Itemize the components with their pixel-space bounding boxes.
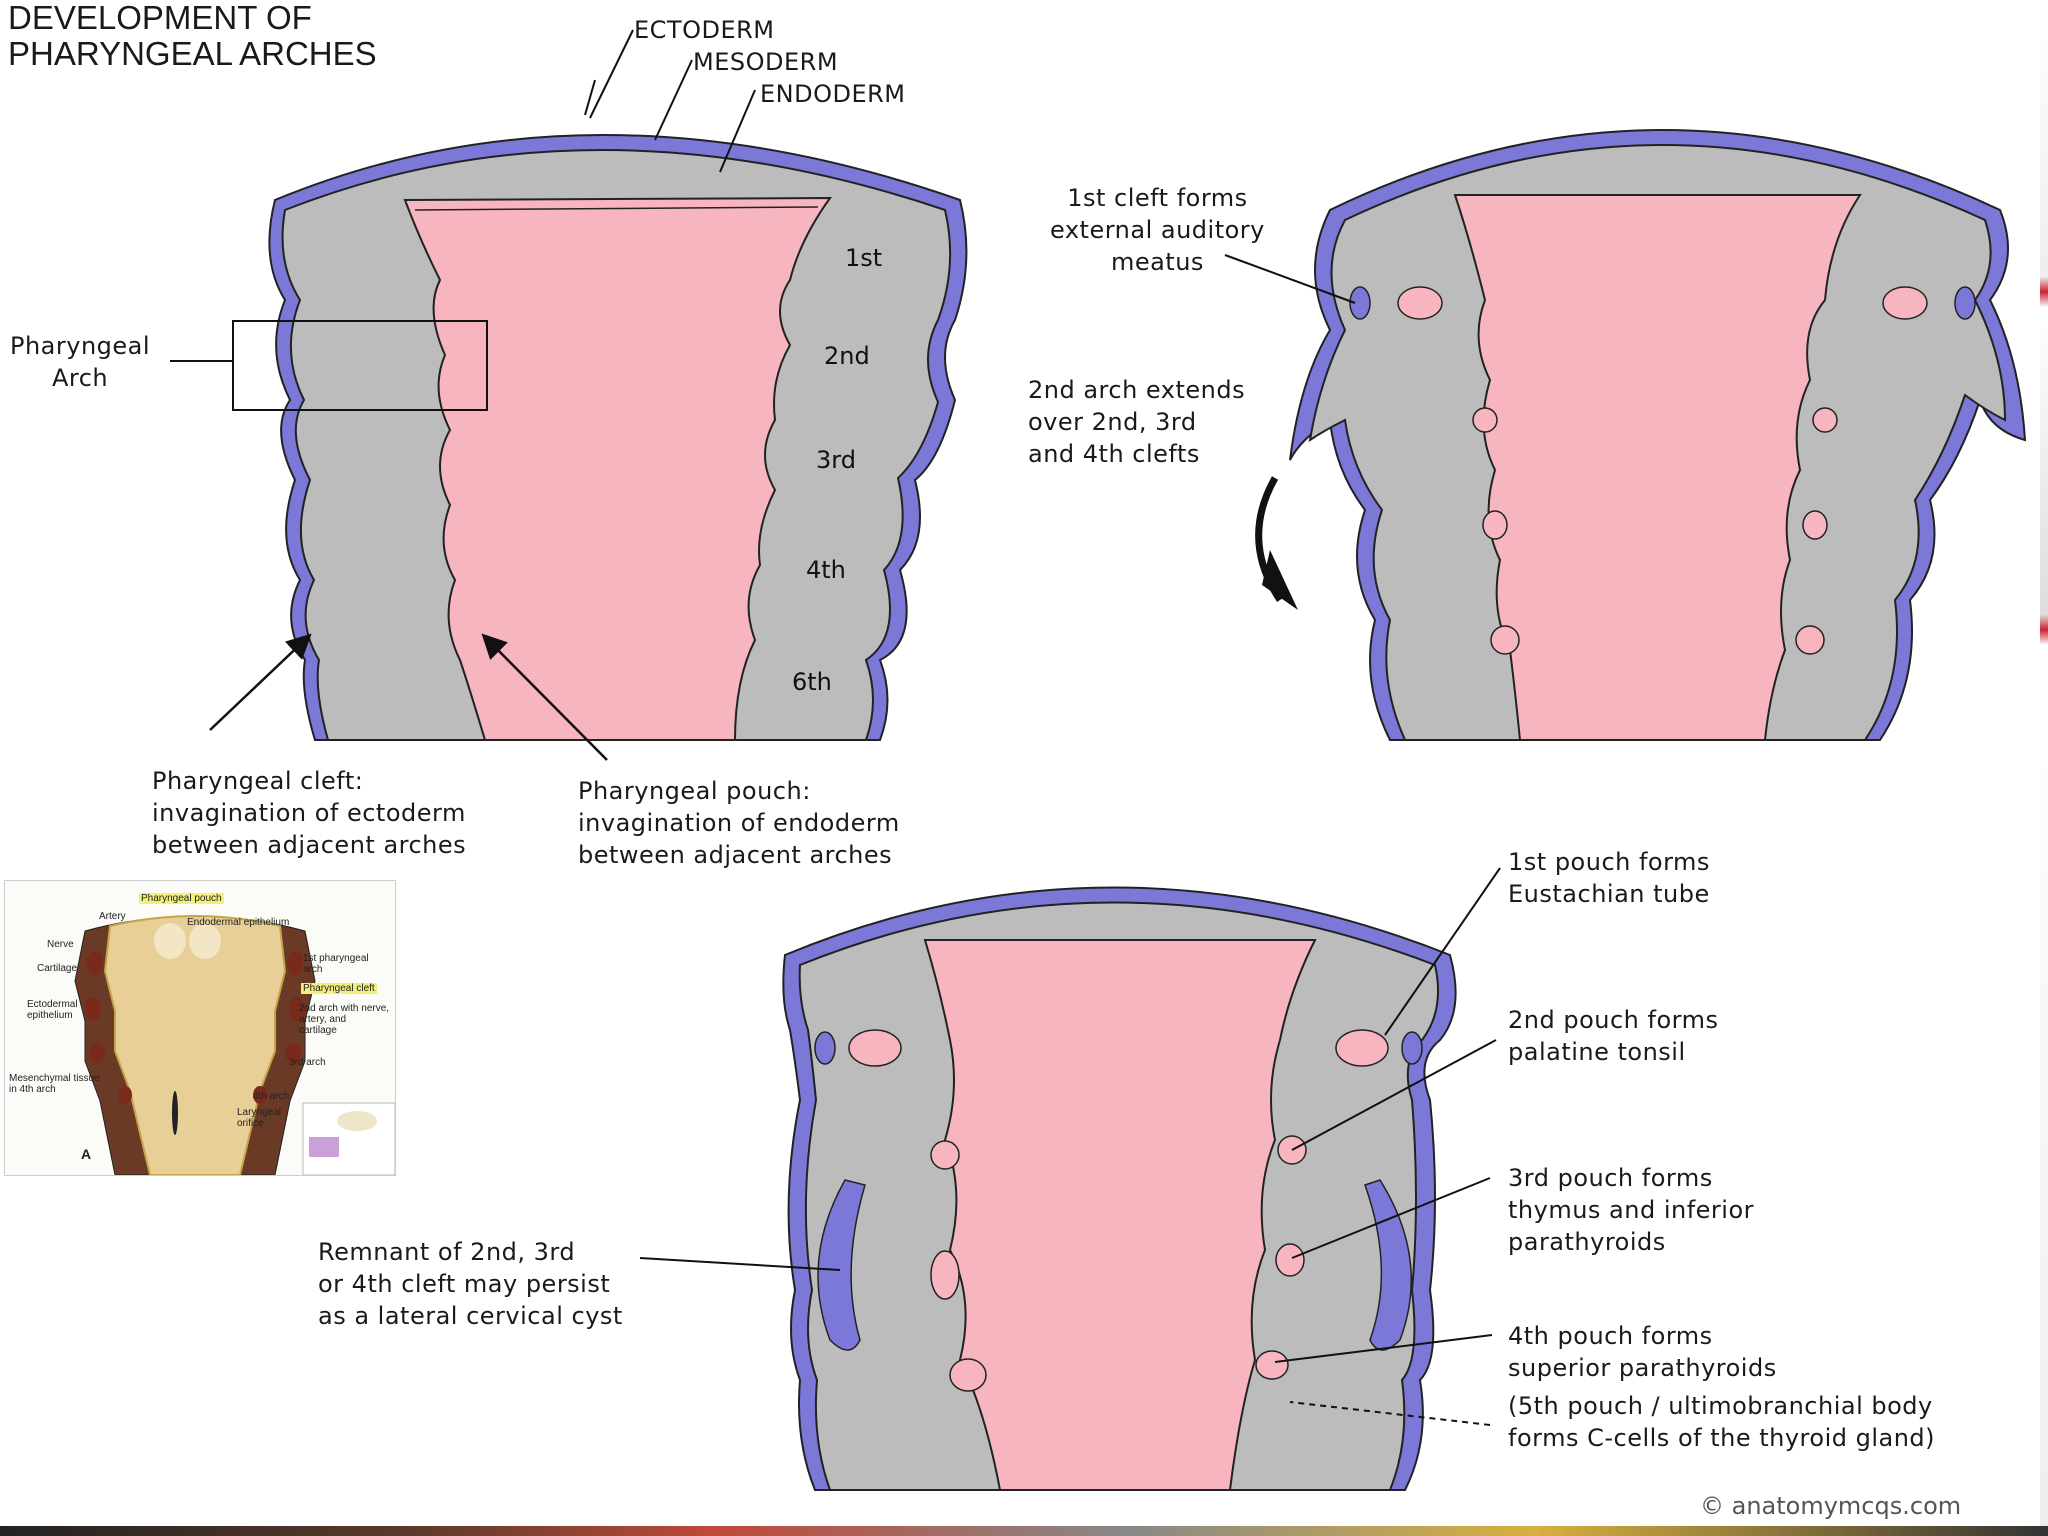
copyright-notice: © anatomymcqs.com xyxy=(1700,1492,1962,1520)
label-lateral-cervical-cyst: Remnant of 2nd, 3rd or 4th cleft may per… xyxy=(318,1238,623,1330)
arch-number-2: 2nd xyxy=(824,342,870,370)
inset-label-pharyngeal-cleft: Pharyngeal cleft xyxy=(301,983,377,994)
diagram-pouch-derivatives xyxy=(639,867,1501,1491)
diagram-early-arches xyxy=(170,29,968,761)
inset-label-pharyngeal-pouch: Pharyngeal pouch xyxy=(139,893,224,904)
arch-number-1: 1st xyxy=(845,244,883,272)
inset-label-nerve: Nerve xyxy=(47,939,74,950)
inset-label-mesenchymal: Mesenchymal tissue in 4th arch xyxy=(9,1073,100,1095)
inset-figure: Pharyngeal pouch Artery Endodermal epith… xyxy=(4,880,396,1176)
inset-panel-letter: A xyxy=(81,1146,92,1162)
inset-label-second-arch: 2nd arch with nerve, artery, and cartila… xyxy=(299,1003,390,1036)
page-title: DEVELOPMENT OF PHARYNGEAL ARCHES xyxy=(8,0,377,72)
pharyngeal-lumen-2 xyxy=(1453,194,1862,741)
inset-label-laryngeal-orifice: Laryngeal orifice xyxy=(237,1107,281,1129)
label-second-pouch: 2nd pouch forms palatine tonsil xyxy=(1508,1006,1719,1066)
inset-label-fourth-arch: 4th arch xyxy=(253,1091,290,1102)
label-pharyngeal-arch: Pharyngeal Arch xyxy=(10,332,151,392)
inset-label-cartilage: Cartilage xyxy=(37,963,78,974)
label-first-cleft: 1st cleft forms external auditory meatus xyxy=(1050,184,1265,276)
label-first-pouch: 1st pouch forms Eustachian tube xyxy=(1508,848,1710,908)
pharyngeal-lumen-3 xyxy=(923,939,1317,1491)
pharyngeal-arch-box xyxy=(232,320,488,411)
diagram-second-arch-growth xyxy=(1224,129,2027,741)
edge-strip-right xyxy=(2040,0,2048,1536)
inset-label-third-arch: 3rd arch xyxy=(289,1057,326,1068)
label-ectoderm: ECTODERM xyxy=(634,16,775,44)
pharyngeal-lumen xyxy=(403,196,832,741)
inset-label-endodermal-epithelium: Endodermal epithelium xyxy=(187,917,290,928)
inset-label-ectodermal-epithelium: Ectodermal epithelium xyxy=(27,999,78,1021)
edge-strip-bottom xyxy=(0,1526,2048,1536)
label-pharyngeal-cleft: Pharyngeal cleft: invagination of ectode… xyxy=(152,767,467,859)
label-mesoderm: MESODERM xyxy=(693,48,839,76)
arch-number-6: 6th xyxy=(792,668,832,696)
arch-number-3: 3rd xyxy=(816,446,856,474)
label-third-pouch: 3rd pouch forms thymus and inferior para… xyxy=(1508,1164,1755,1256)
label-fourth-pouch: 4th pouch forms superior parathyroids xyxy=(1508,1322,1777,1382)
label-fifth-pouch: (5th pouch / ultimobranchial body forms … xyxy=(1508,1392,1936,1452)
inset-label-first-arch: 1st pharyngeal arch xyxy=(303,953,369,975)
arch-number-4: 4th xyxy=(806,556,846,584)
inset-label-artery: Artery xyxy=(99,911,126,922)
label-pharyngeal-pouch: Pharyngeal pouch: invagination of endode… xyxy=(578,777,900,869)
label-second-arch: 2nd arch extends over 2nd, 3rd and 4th c… xyxy=(1028,376,1246,468)
inset-illustration xyxy=(74,915,395,1175)
label-endoderm: ENDODERM xyxy=(760,80,906,108)
